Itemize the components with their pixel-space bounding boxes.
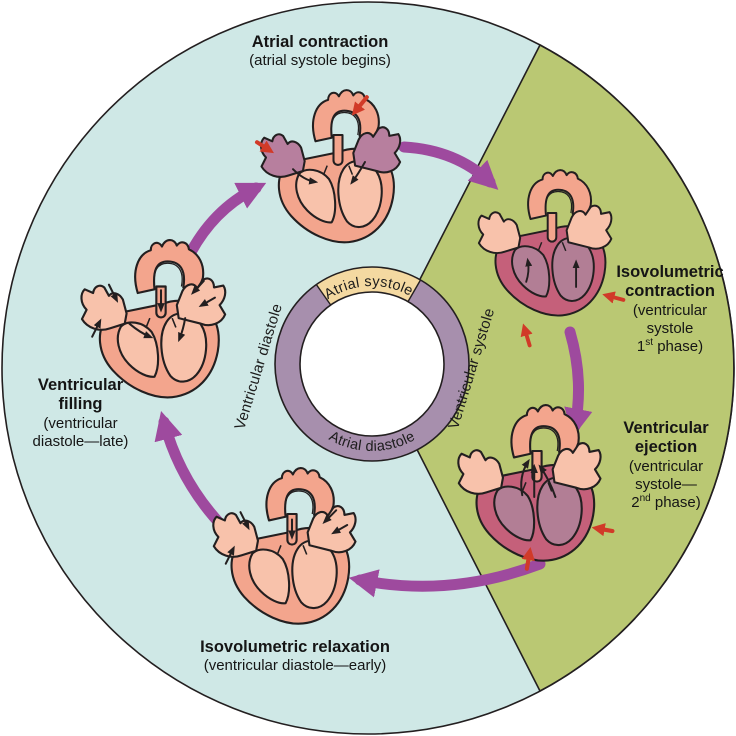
blood-flow-arrows-black (520, 458, 557, 499)
pressure-arrows-red (520, 291, 626, 348)
cycle-arrow-isovolumetric-contraction-to-ejection (564, 326, 593, 438)
cycle-wedge-systole-region (374, 43, 735, 693)
blood-flow-arrows-black (224, 509, 349, 565)
ring-band-atrial-systole (316, 266, 421, 306)
blood-flow-arrows-black (91, 279, 216, 343)
heart-atrial-contraction (254, 89, 402, 244)
heart-ventricular-filling (80, 239, 227, 399)
ring-separator-left (315, 284, 332, 306)
heart-isovolumetric-relaxation (212, 467, 357, 625)
blood-flow-arrows-black (292, 161, 366, 185)
ring-inner-edge (299, 291, 445, 437)
blood-flow-arrows-black (525, 257, 580, 288)
pressure-arrows-red (254, 95, 369, 154)
ring-center (300, 292, 444, 436)
pressure-arrows-red (521, 523, 615, 571)
ring-separator-right (407, 279, 422, 302)
ring-outer-edge (274, 266, 470, 462)
heart-isovolumetric-contraction (477, 169, 626, 348)
cycle-arrow-ejection-to-isovolumetric-relaxation (348, 558, 546, 598)
cycle-arrow-atrial-contraction-to-isovolumetric-contraction (398, 141, 499, 190)
heart-ventricular-ejection (457, 404, 615, 571)
cycle-ring: Atrial systole Atrial diastole (274, 266, 470, 462)
